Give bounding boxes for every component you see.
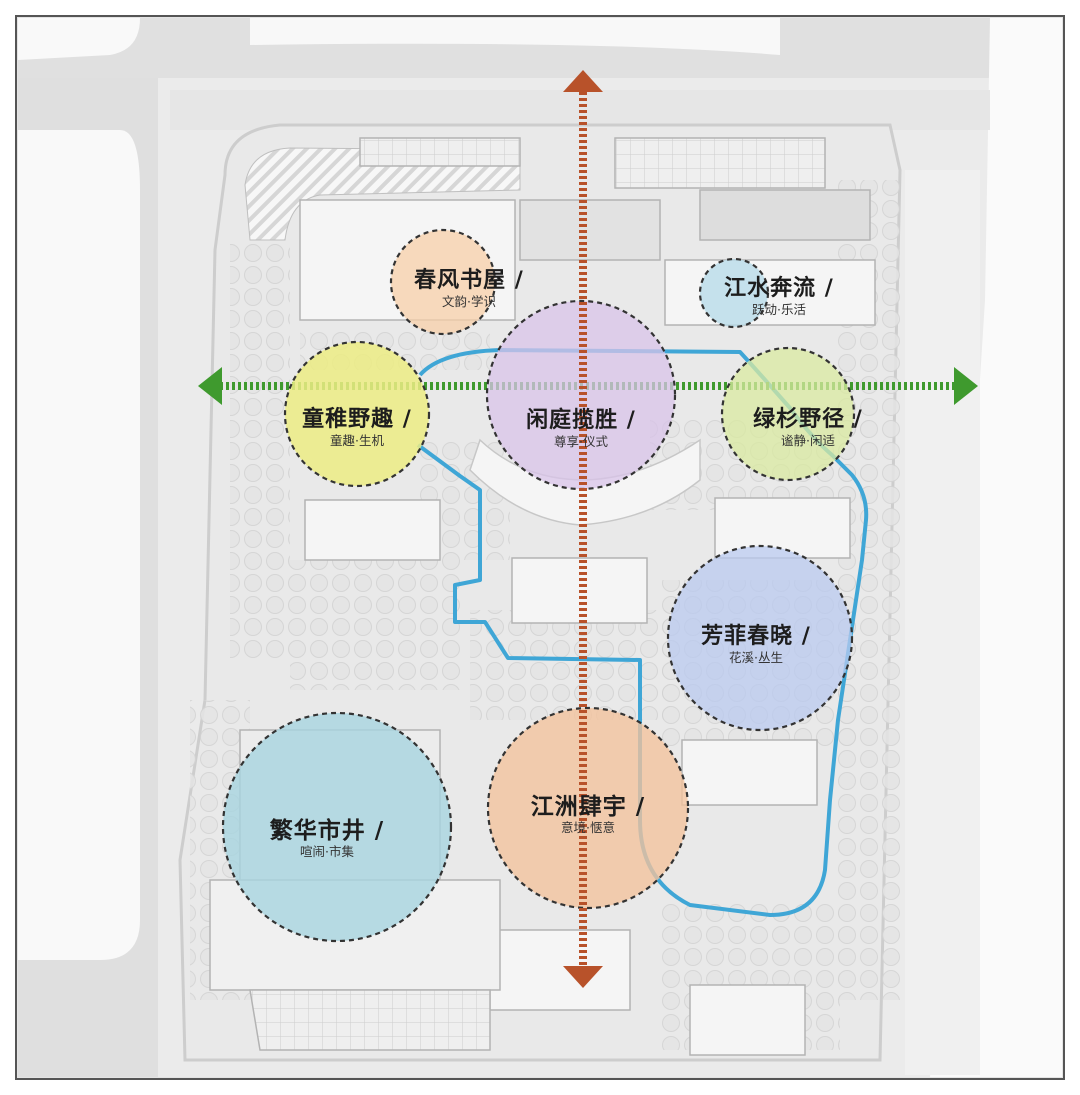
zone-label-fanhua: 繁华市井 / 喧闹·市集 [270, 818, 384, 860]
zone-subtitle: 文韵·学识 [442, 294, 496, 309]
zone-subtitle: 尊享·仪式 [554, 434, 608, 449]
zone-subtitle: 跃动·乐活 [752, 302, 806, 317]
zone-title: 闲庭揽胜 / [526, 408, 636, 433]
zone-title: 绿杉野径 / [753, 407, 863, 432]
zone-circle-fanhua [221, 711, 453, 943]
zone-subtitle: 喧闹·市集 [300, 844, 354, 859]
zone-label-tongzhi: 童稚野趣 / 童趣·生机 [302, 407, 412, 449]
zone-label-lvshan: 绿杉野径 / 谧静·闲适 [753, 407, 863, 449]
zone-circles [221, 228, 856, 943]
zone-subtitle: 意境·惬意 [561, 820, 615, 835]
zone-label-xianting: 闲庭揽胜 / 尊享·仪式 [526, 408, 636, 450]
zone-circle-tongzhi [283, 340, 431, 488]
zone-label-jiangshui: 江水奔流 / 跃动·乐活 [724, 276, 834, 318]
zone-title: 童稚野趣 / [302, 407, 412, 432]
zone-circle-jiangshui [698, 257, 770, 329]
zone-label-jiangzhou: 江洲肆宇 / 意境·惬意 [531, 794, 645, 836]
vertical-axis [563, 70, 603, 988]
zone-subtitle: 花溪·丛生 [729, 650, 783, 665]
zone-title: 繁华市井 / [269, 818, 385, 844]
zone-label-fangfei: 芳菲春晓 / 花溪·丛生 [701, 624, 811, 666]
road-network [18, 18, 1062, 1077]
zone-title: 春风书屋 / [414, 268, 524, 293]
zone-label-chunfeng: 春风书屋 / 文韵·学识 [414, 268, 524, 310]
zone-subtitle: 童趣·生机 [330, 433, 384, 448]
zone-circle-jiangzhou [486, 706, 690, 910]
zone-title: 江水奔流 / [724, 276, 834, 301]
zone-circle-fangfei [666, 544, 854, 732]
zone-circle-chunfeng [389, 228, 497, 336]
zone-circle-lvshan [720, 346, 856, 482]
zone-subtitle: 谧静·闲适 [781, 433, 835, 448]
zone-title: 江洲肆宇 / [530, 794, 646, 820]
zone-title: 芳菲春晓 / [701, 624, 811, 649]
